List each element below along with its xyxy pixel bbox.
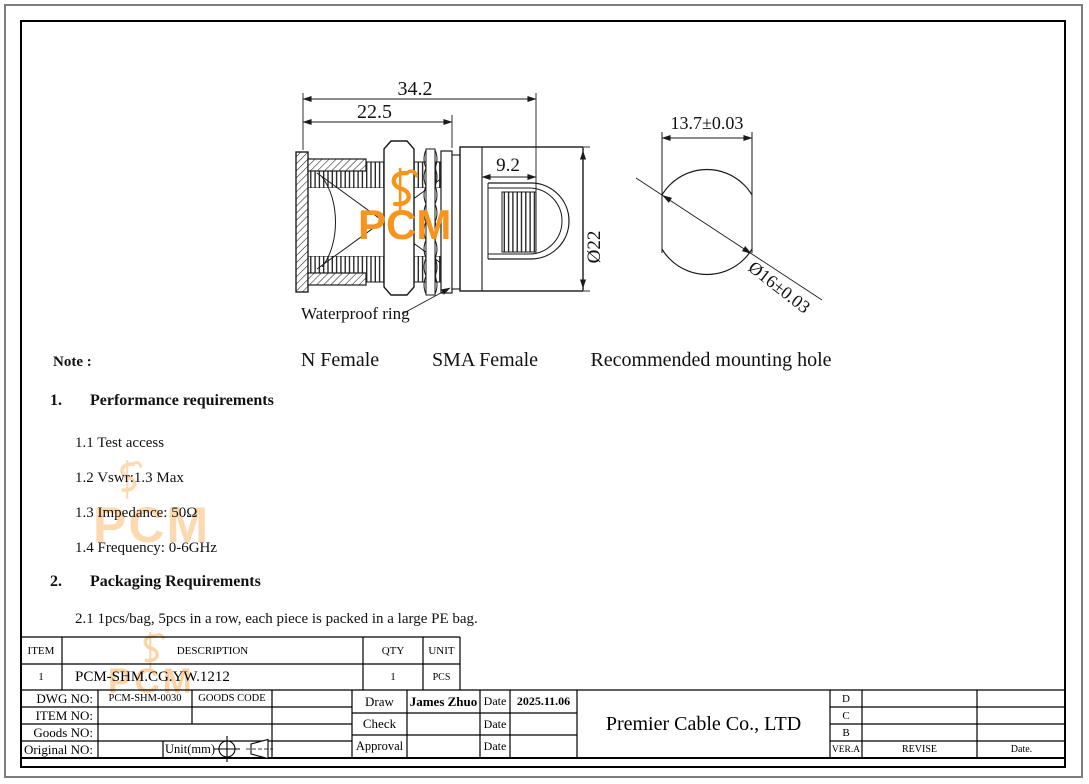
note-item: 2.1 1pcs/bag, 5pcs in a row, each piece … bbox=[75, 611, 478, 627]
section-2-heading: Packaging Requirements bbox=[90, 573, 261, 590]
approval-date bbox=[510, 735, 577, 758]
waterproof-ring-label: Waterproof ring bbox=[301, 304, 410, 323]
bom-header-qty: QTY bbox=[381, 644, 405, 657]
dim-total-length: 34.2 bbox=[397, 78, 433, 100]
mounting-hole-label: Recommended mounting hole bbox=[590, 349, 832, 371]
revision-revise-label: REVISE bbox=[902, 744, 937, 755]
notes-title: Note : bbox=[53, 354, 92, 370]
unit-label: Unit(mm) bbox=[165, 742, 215, 756]
revision-version-d: D bbox=[842, 692, 850, 705]
approval-date-label: Date bbox=[483, 739, 507, 753]
bom-header-description: DESCRIPTION bbox=[176, 644, 249, 657]
revision-version-b: B bbox=[842, 726, 850, 739]
item-no-label: ITEM NO: bbox=[35, 707, 93, 723]
note-item: 1.2 Vswr:1.3 Max bbox=[75, 470, 184, 486]
note-item: 1.1 Test access bbox=[75, 435, 165, 451]
sheet-outer-border bbox=[4, 4, 1083, 778]
pcm-logo-text: PCM bbox=[358, 201, 452, 248]
pcm-logo-text: PCM bbox=[108, 662, 195, 701]
n-female-label: N Female bbox=[300, 349, 380, 371]
check-date-label: Date bbox=[483, 716, 507, 731]
check-name bbox=[407, 713, 480, 735]
original-no-label: Original NO: bbox=[24, 741, 93, 757]
draw-name: James Zhuo bbox=[409, 693, 478, 709]
sma-female-label: SMA Female bbox=[431, 349, 539, 371]
bom-row-unit: PCS bbox=[432, 671, 451, 683]
section-1-number: 1. bbox=[50, 392, 62, 409]
dim-sma-depth: 9.2 bbox=[496, 155, 520, 176]
dim-body-diameter: Ø22 bbox=[584, 230, 605, 264]
dim-flat-width: 13.7±0.03 bbox=[670, 113, 744, 133]
revision-date-label: Date. bbox=[1010, 744, 1033, 755]
revision-version-c: C bbox=[842, 709, 850, 722]
check-label: Check bbox=[362, 716, 397, 731]
bom-header-item: ITEM bbox=[27, 644, 55, 657]
bom-row-description: PCM-SHM.CG.YW.1212 bbox=[75, 668, 230, 685]
approval-label: Approval bbox=[355, 739, 404, 753]
section-1-heading: Performance requirements bbox=[90, 392, 274, 409]
goods-no-label: Goods NO: bbox=[33, 724, 93, 740]
dwg-no-value: PCM-SHM-0030 bbox=[108, 693, 182, 704]
section-2-number: 2. bbox=[50, 573, 62, 590]
approval-name bbox=[407, 735, 480, 758]
bom-row-item: 1 bbox=[38, 671, 44, 683]
sheet-inner-border bbox=[20, 20, 1066, 768]
bom-row-qty: 1 bbox=[390, 671, 396, 683]
dim-panel-length: 22.5 bbox=[357, 101, 392, 123]
draw-label: Draw bbox=[365, 693, 394, 709]
company-name: Premier Cable Co., LTD bbox=[605, 712, 802, 735]
note-item: 1.4 Frequency: 0-6GHz bbox=[75, 540, 218, 556]
goods-code-label: GOODS CODE bbox=[198, 693, 266, 704]
draw-date: 2025.11.06 bbox=[516, 694, 571, 708]
draw-date-label: Date bbox=[483, 694, 507, 708]
note-item: 1.3 Impedance: 50Ω bbox=[75, 505, 198, 521]
bom-header-unit: UNIT bbox=[428, 644, 455, 657]
pcm-logo-text: PCM bbox=[93, 497, 211, 553]
check-date bbox=[510, 713, 577, 735]
revision-ver-label: VER.A bbox=[831, 744, 861, 755]
dwg-no-label: DWG NO: bbox=[36, 690, 93, 706]
